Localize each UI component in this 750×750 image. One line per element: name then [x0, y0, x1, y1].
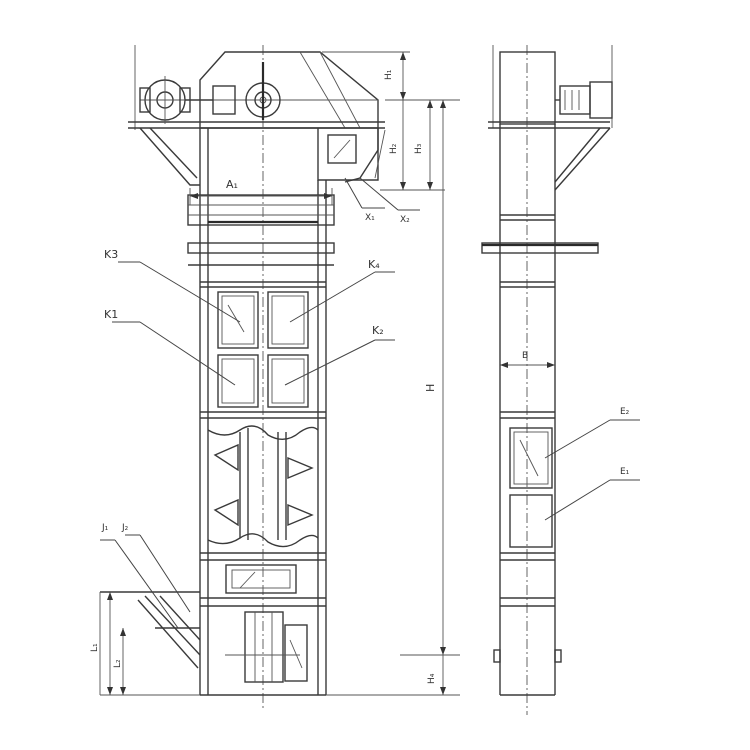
front-labels: A₁ H₁ H₂ H₃ X₁ X₂ K3 K₄ K1 K₂ J₁ J₂ L₁ L… — [90, 69, 437, 684]
dim-h — [400, 100, 460, 656]
label-b: B — [522, 351, 528, 361]
door-k3 — [217, 291, 259, 349]
label-j2: J₂ — [121, 523, 129, 533]
bucket-cutaway — [207, 425, 319, 548]
section-flanges — [187, 242, 335, 607]
label-j1: J₁ — [101, 523, 109, 533]
drive-motor — [139, 76, 213, 124]
side-view: B E₂ E₁ — [481, 45, 640, 715]
boot-section — [225, 564, 308, 683]
inlet-chute — [99, 591, 201, 696]
label-h4: H₄ — [427, 673, 437, 684]
dim-b — [500, 362, 555, 368]
door-k1 — [217, 354, 259, 408]
label-h1: H₁ — [384, 69, 394, 80]
discharge-chute — [317, 128, 386, 183]
head-flange — [187, 194, 335, 226]
label-l1: L₁ — [90, 643, 100, 652]
bucket — [213, 498, 239, 527]
bucket — [287, 456, 314, 480]
head-housing — [128, 51, 385, 129]
label-h3: H₃ — [414, 143, 424, 154]
label-h: H — [424, 384, 437, 392]
bucket — [213, 443, 239, 472]
dim-h4 — [326, 655, 460, 696]
side-motor — [555, 81, 613, 119]
front-view: A₁ H₁ H₂ H₃ X₁ X₂ K3 K₄ K1 K₂ J₁ J₂ L₁ L… — [90, 45, 460, 708]
door-k2 — [267, 354, 309, 408]
side-casing — [481, 51, 610, 696]
side-doors — [509, 427, 553, 548]
label-e2: E₂ — [620, 407, 630, 417]
label-a1: A₁ — [226, 178, 238, 191]
leaders — [100, 177, 420, 629]
label-h2: H₂ — [389, 143, 399, 154]
dim-a1 — [189, 188, 333, 205]
inspection-doors — [217, 291, 309, 408]
bucket — [287, 503, 314, 527]
left-support-bracket — [139, 127, 200, 186]
label-x2: X₂ — [400, 215, 410, 225]
door-k4 — [267, 291, 309, 349]
door-e2 — [509, 427, 553, 489]
label-k3: K3 — [104, 248, 118, 261]
label-x1: X₁ — [365, 213, 375, 223]
dim-h1-h3 — [322, 51, 460, 191]
side-support-bracket — [554, 127, 611, 191]
label-k4: K₄ — [368, 258, 380, 271]
label-e1: E₁ — [620, 467, 630, 477]
label-k2: K₂ — [372, 324, 384, 337]
label-k1: K1 — [104, 308, 118, 321]
label-l2: L₂ — [113, 659, 123, 668]
door-e1 — [509, 494, 553, 548]
head-pulley — [212, 62, 281, 120]
dim-l1-l2 — [107, 592, 126, 695]
